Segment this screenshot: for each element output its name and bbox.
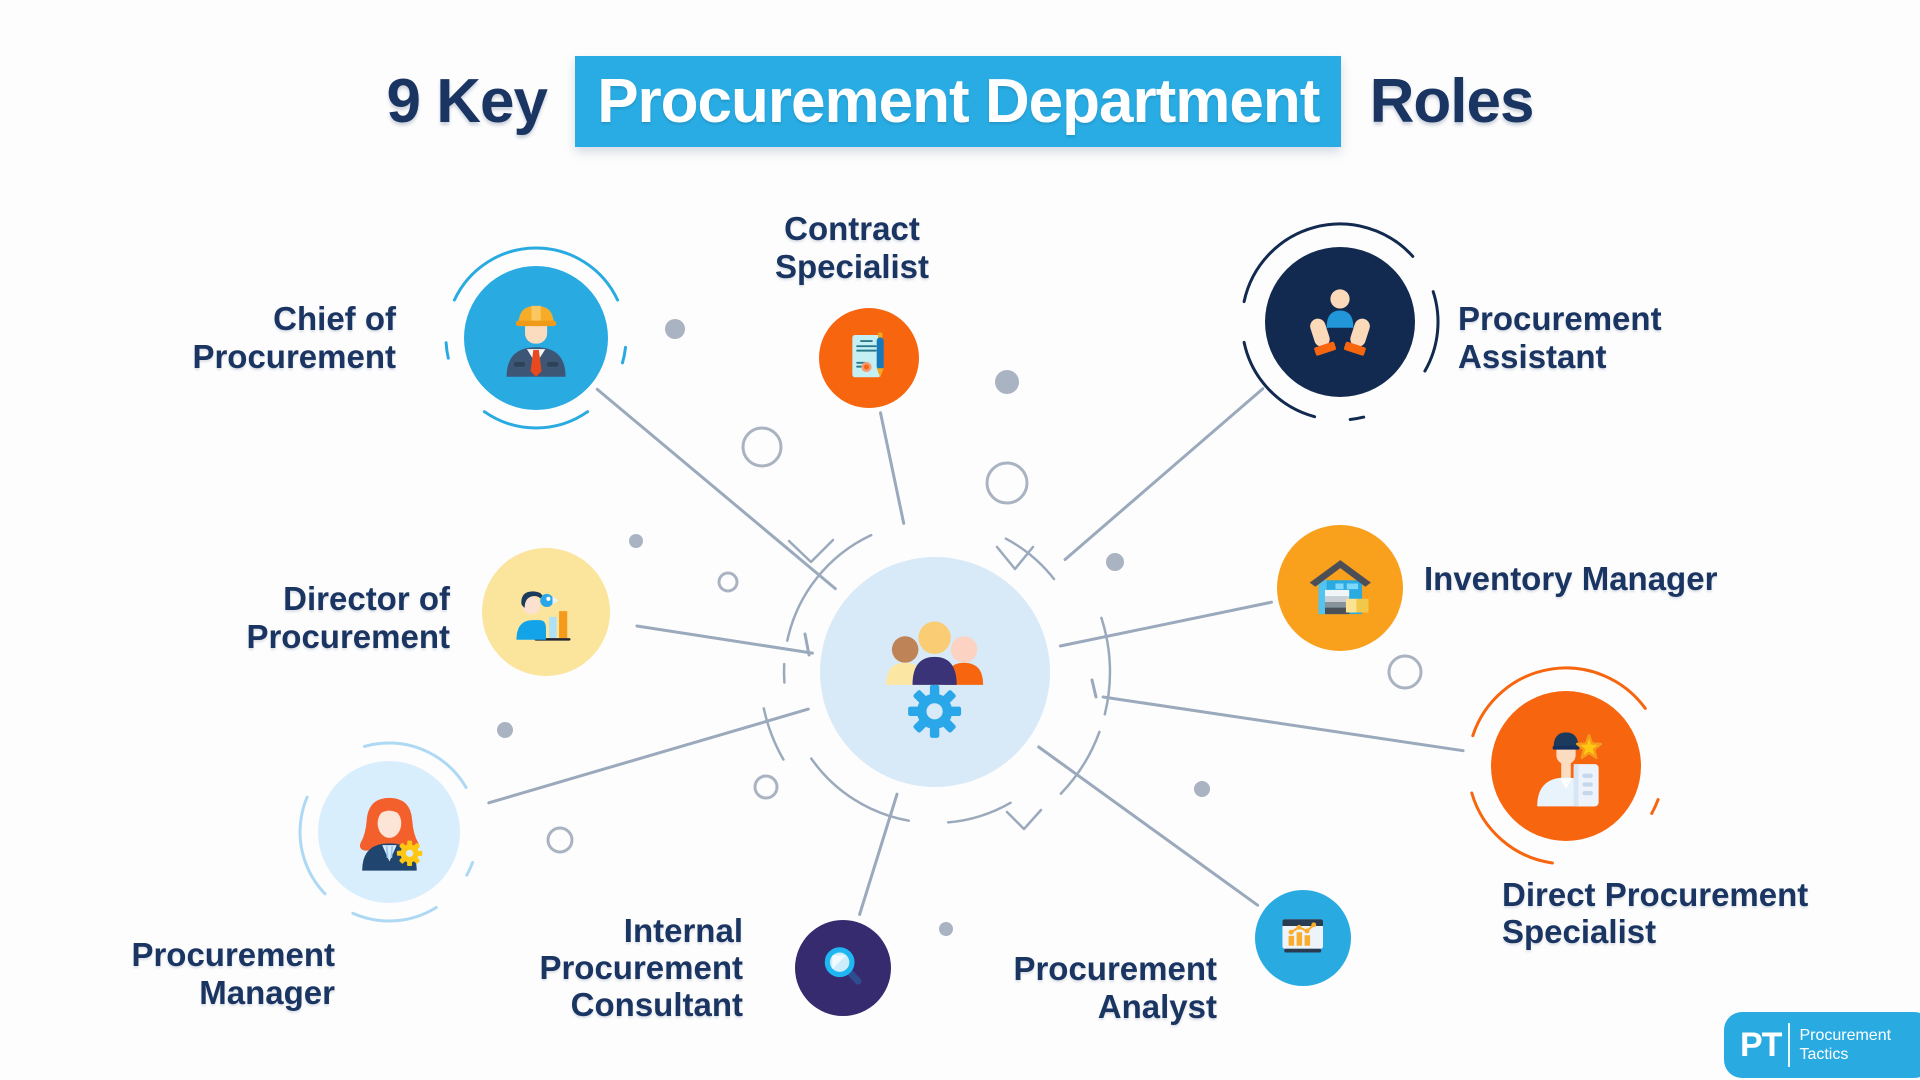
warehouse-icon — [1309, 559, 1371, 614]
person-chart-icon — [516, 591, 571, 641]
title-prefix: 9 Key — [386, 67, 564, 136]
woman-gear-icon — [359, 797, 422, 871]
logo-initials: PT — [1740, 1025, 1782, 1064]
magnifier-icon — [825, 947, 862, 985]
direct-procurement-specialist-node — [1491, 691, 1641, 841]
title-suffix: Roles — [1353, 67, 1535, 136]
logo-divider — [1788, 1023, 1791, 1067]
procurement-manager-label: Procurement Manager — [131, 936, 335, 1011]
title-highlight: Procurement Department — [575, 56, 1342, 147]
procurement-tactics-logo: PT Procurement Tactics — [1724, 1012, 1920, 1078]
page-title: 9 Key Procurement Department Roles — [0, 56, 1920, 147]
procurement-manager-node — [318, 761, 460, 903]
inventory-manager-label: Inventory Manager — [1424, 560, 1718, 597]
presentation-chart-icon — [1282, 919, 1324, 953]
care-hands-icon — [1310, 289, 1370, 356]
director-of-procurement-label: Director of Procurement — [246, 580, 450, 655]
contract-document-icon — [852, 332, 884, 378]
contract-specialist-node — [819, 308, 919, 408]
procurement-analyst-node — [1255, 890, 1351, 986]
internal-procurement-consultant-node — [795, 920, 891, 1016]
person-star-icon — [1537, 732, 1603, 807]
procurement-assistant-label: Procurement Assistant — [1458, 300, 1662, 375]
logo-brand-name: Procurement Tactics — [1799, 1027, 1892, 1063]
chief-of-procurement-node — [464, 266, 608, 410]
contract-specialist-label: Contract Specialist — [774, 210, 930, 285]
direct-procurement-specialist-label: Direct Procurement Specialist — [1502, 876, 1809, 950]
inventory-manager-node — [1277, 525, 1403, 651]
director-of-procurement-node — [482, 548, 610, 676]
internal-procurement-consultant-label: Internal Procurement Consultant — [539, 912, 743, 1023]
procurement-analyst-label: Procurement Analyst — [1013, 950, 1217, 1025]
engineer-icon — [506, 305, 566, 377]
procurement-assistant-node — [1265, 247, 1415, 397]
team-gear-icon — [886, 621, 984, 739]
procurement-team-hub — [820, 557, 1050, 787]
chief-of-procurement-label: Chief of Procurement — [192, 300, 396, 375]
